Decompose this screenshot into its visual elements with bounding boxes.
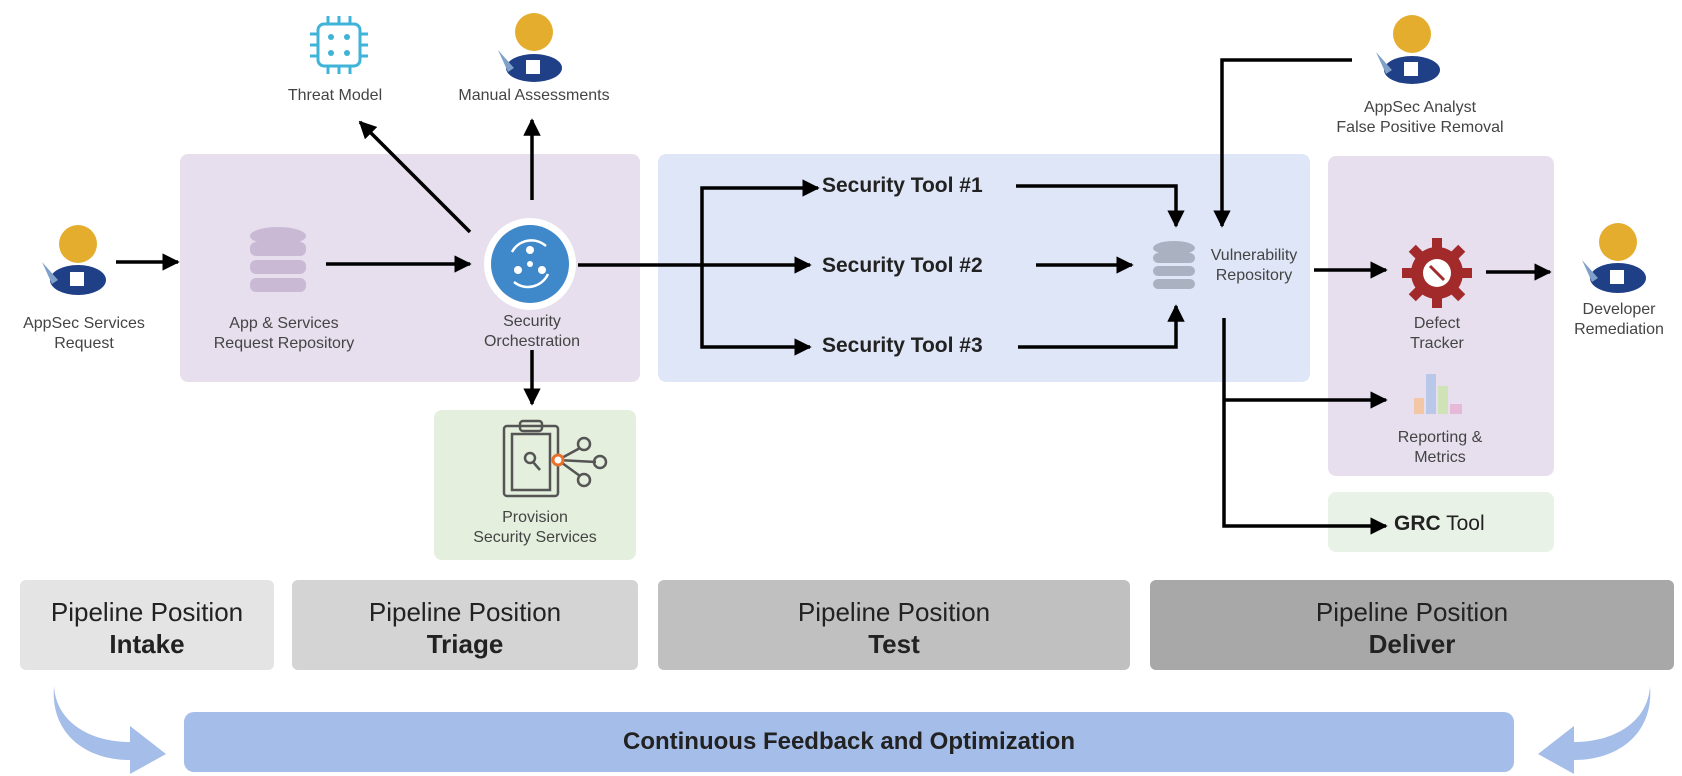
pipeline-triage-stage: Triage [426, 629, 504, 659]
developer-remediation-line-1: Developer [1582, 301, 1656, 318]
threat-model-label: Threat Model [287, 87, 383, 104]
pipeline-intake-caption: Pipeline Position [50, 597, 244, 627]
security-tool-1: Security Tool #1 [822, 174, 983, 197]
appsec-requester-person-icon [42, 225, 106, 295]
provision-clipboard-network-icon [502, 419, 608, 498]
deliver-panel [1328, 156, 1554, 476]
provision-line-2: Security Services [473, 529, 597, 546]
grc-tool-bold: GRC [1394, 512, 1441, 535]
pipeline-test-caption: Pipeline Position [797, 597, 991, 627]
vulnerability-repository-line-2: Repository [1215, 267, 1293, 284]
security-tool-2: Security Tool #2 [822, 254, 983, 277]
manual-assessor-person-icon [498, 13, 562, 82]
defect-tracker-label: Defect Tracker [1380, 314, 1494, 354]
manual-assessments-label: Manual Assessments [458, 87, 610, 104]
security-orchestration-label: Security Orchestration [450, 312, 614, 352]
grc-panel [1328, 492, 1554, 552]
continuous-feedback-bar: Continuous Feedback and Optimization [184, 712, 1514, 772]
security-orchestration-icon [484, 218, 576, 310]
developer-remediation-label: Developer Remediation [1558, 300, 1680, 340]
reporting-metrics-line-2: Metrics [1414, 449, 1466, 466]
defect-tracker-line-1: Defect [1413, 315, 1461, 332]
appsec-analyst-label: AppSec Analyst False Positive Removal [1310, 98, 1530, 138]
security-tool-3: Security Tool #3 [822, 334, 983, 357]
defect-tracker-line-2: Tracker [1410, 335, 1464, 352]
pipeline-intake: Pipeline Position Intake [20, 580, 274, 670]
pipeline-deliver: Pipeline Position Deliver [1150, 580, 1674, 670]
developer-remediation-line-2: Remediation [1574, 321, 1664, 338]
appsec-analyst-line-2: False Positive Removal [1336, 119, 1504, 136]
pipeline-test-stage: Test [868, 629, 920, 659]
security-orchestration-line-2: Orchestration [483, 333, 581, 350]
developer-person-icon [1582, 223, 1646, 293]
request-repository-line-1: App & Services [229, 315, 339, 332]
test-panel [658, 154, 1310, 382]
appsec-analyst-line-1: AppSec Analyst [1363, 99, 1477, 116]
vulnerability-repository-line-1: Vulnerability [1210, 247, 1298, 264]
pipeline-test: Pipeline Position Test [658, 580, 1130, 670]
pipeline-deliver-stage: Deliver [1368, 629, 1456, 659]
provision-line-1: Provision [502, 509, 568, 526]
appsec-request-line-2: Request [54, 335, 114, 352]
pipeline-triage: Pipeline Position Triage [292, 580, 638, 670]
reporting-metrics-line-1: Reporting & [1397, 429, 1483, 446]
vulnerability-repository-label: Vulnerability Repository [1196, 246, 1312, 286]
vulnerability-repository-database-icon [1153, 241, 1195, 289]
threat-model-icon [310, 16, 368, 74]
security-orchestration-line-1: Security [503, 313, 561, 330]
request-repository-line-2: Request Repository [213, 335, 355, 352]
appsec-request-line-1: AppSec Services [23, 315, 145, 332]
pipeline-deliver-caption: Pipeline Position [1315, 597, 1509, 627]
request-repository-label: App & Services Request Repository [184, 314, 384, 354]
grc-tool-suffix: Tool [1440, 512, 1485, 535]
feedback-left-curved-arrow [53, 686, 166, 774]
provision-label: Provision Security Services [436, 508, 634, 548]
defect-tracker-gear-icon [1402, 238, 1472, 308]
appsec-request-label: AppSec Services Request [4, 314, 164, 354]
request-repository-database-icon [250, 227, 306, 292]
appsec-analyst-person-icon [1376, 15, 1440, 84]
reporting-metrics-chart-icon [1414, 374, 1462, 414]
pipeline-triage-caption: Pipeline Position [368, 597, 562, 627]
reporting-metrics-label: Reporting & Metrics [1370, 428, 1510, 468]
feedback-right-curved-arrow [1538, 686, 1651, 774]
grc-tool-label: GRC Tool [1394, 512, 1485, 536]
pipeline-intake-stage: Intake [109, 629, 185, 659]
